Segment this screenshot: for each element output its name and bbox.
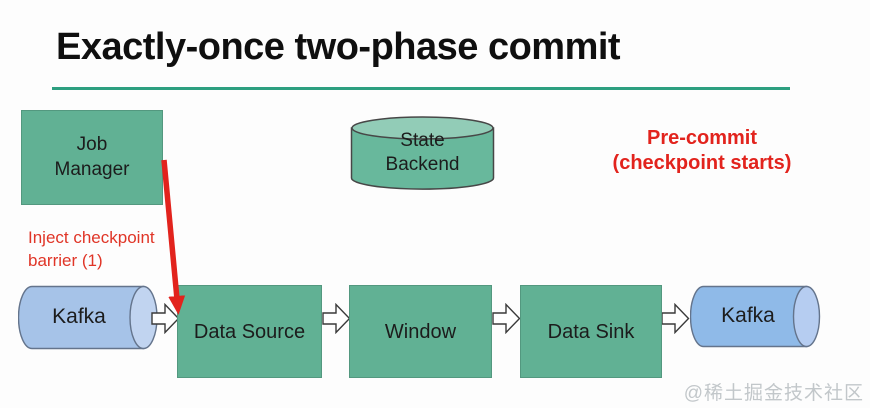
data-source-node: Data Source (177, 285, 322, 378)
data-source-label: Data Source (193, 320, 306, 343)
title-underline-divider (52, 87, 790, 90)
flow-arrow-icon (322, 303, 351, 334)
kafka-sink-body (690, 285, 808, 348)
window-node: Window (349, 285, 492, 378)
watermark: @稀土掘金技术社区 (683, 383, 864, 404)
flow-arrow-icon (661, 303, 690, 334)
flow-arrow-icon (151, 303, 180, 334)
data-sink-label: Data Sink (547, 320, 635, 343)
window-label: Window (384, 320, 457, 343)
state-backend-cylinder-icon (350, 116, 495, 190)
job-manager-label: Job Manager (54, 133, 130, 180)
pre-commit-annotation: Pre-commit (checkpoint starts) (612, 127, 792, 174)
state-backend-top (351, 116, 494, 140)
state-backend-body (350, 127, 495, 190)
kafka-sink-cylinder-icon (690, 285, 821, 348)
inject-barrier-annotation: Inject checkpoint barrier (1) (28, 228, 155, 271)
page-title: Exactly-once two-phase commit (56, 26, 621, 68)
flow-arrow-icon (492, 303, 521, 334)
kafka-source-body (18, 285, 145, 350)
kafka-source-cylinder-icon (18, 285, 158, 350)
job-manager-node: Job Manager (21, 110, 163, 205)
data-sink-node: Data Sink (520, 285, 662, 378)
kafka-sink-cap (792, 285, 821, 348)
